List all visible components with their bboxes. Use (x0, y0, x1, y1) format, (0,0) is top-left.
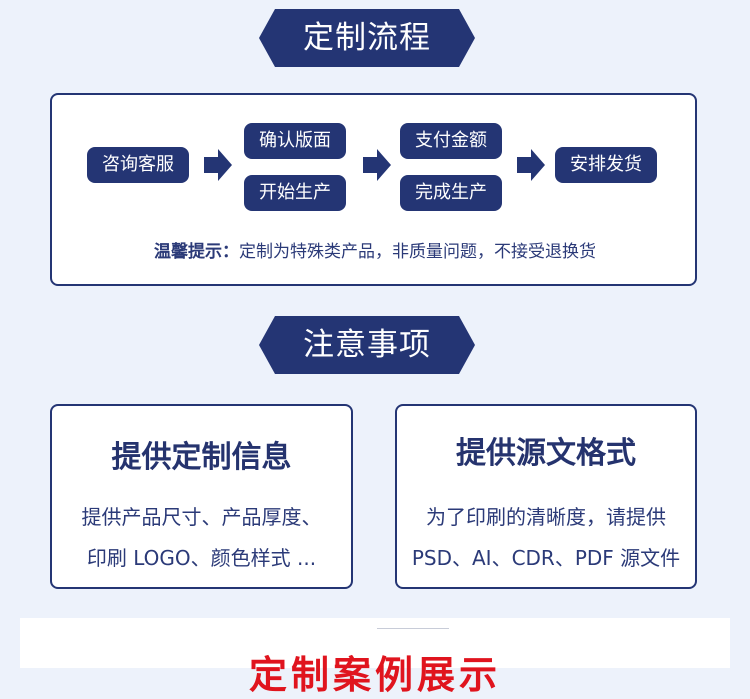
divider (377, 628, 449, 629)
note-card-line: 为了印刷的清晰度，请提供 (426, 505, 666, 529)
note-card-title: 提供定制信息 (111, 440, 292, 475)
banner-shape (259, 316, 475, 374)
arrow-right-icon (204, 149, 232, 181)
step-start-production: 开始生产 (244, 175, 346, 211)
warm-tip-label: 温馨提示： (154, 242, 239, 262)
note-card-line: 提供产品尺寸、产品厚度、 (81, 505, 322, 529)
warm-tip: 温馨提示：定制为特殊类产品，非质量问题，不接受退换货 (52, 237, 698, 262)
step-finish-production: 完成生产 (400, 175, 502, 211)
banner-shape (259, 9, 475, 67)
showcase-section: 定制案例展示 (20, 618, 730, 697)
showcase-title: 定制案例展示 (248, 653, 501, 697)
notes-banner: 注意事项 (259, 316, 475, 374)
step-pay-amount: 支付金额 (400, 123, 502, 159)
process-banner-title: 定制流程 (303, 20, 431, 56)
arrow-right-icon (363, 149, 391, 181)
step-arrange-shipping: 安排发货 (555, 147, 657, 183)
note-card-source: 提供源文格式 为了印刷的清晰度，请提供 PSD、AI、CDR、PDF 源文件 (395, 404, 697, 589)
arrow-right-icon (517, 149, 545, 181)
note-card-info: 提供定制信息 提供产品尺寸、产品厚度、 印刷 LOGO、颜色样式 ... (50, 404, 353, 589)
step-consult: 咨询客服 (87, 147, 189, 183)
process-banner: 定制流程 (259, 9, 475, 67)
note-card-line: 印刷 LOGO、颜色样式 ... (86, 546, 317, 570)
note-card-line: PSD、AI、CDR、PDF 源文件 (411, 546, 681, 570)
warm-tip-text: 定制为特殊类产品，非质量问题，不接受退换货 (239, 242, 596, 262)
process-card: 咨询客服 确认版面 开始生产 支付金额 完成生产 安排发货 温馨提示：定制为特殊… (50, 93, 697, 286)
step-confirm-layout: 确认版面 (244, 123, 346, 159)
notes-banner-title: 注意事项 (303, 327, 431, 363)
note-card-title: 提供源文格式 (456, 436, 636, 471)
